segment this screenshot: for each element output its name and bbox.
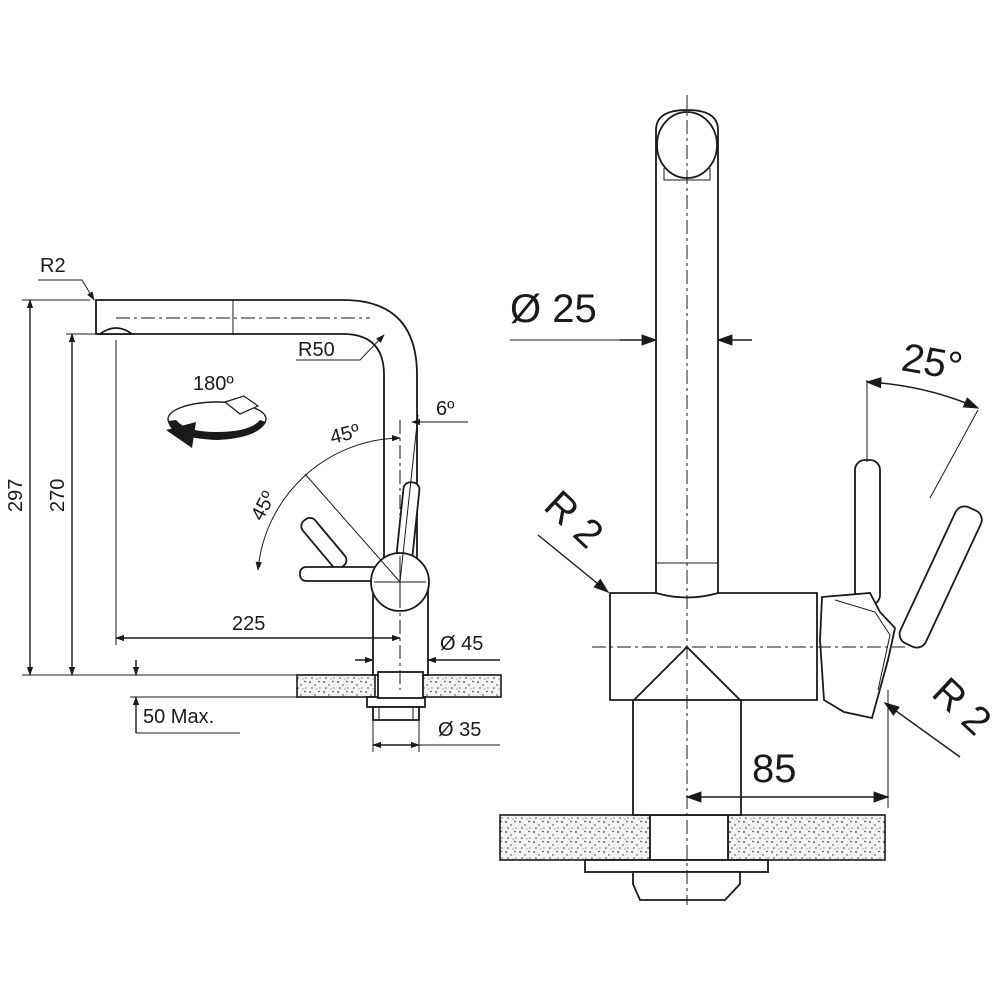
- front-mount-plate: [584, 859, 769, 873]
- label-r2-right: R 2: [924, 669, 1000, 744]
- front-countertop-left: [499, 814, 651, 861]
- label-dia-25: Ø 25: [510, 287, 597, 331]
- label-angle-6: 6º: [436, 398, 455, 420]
- label-dia-45: Ø 45: [440, 633, 483, 655]
- front-countertop-right: [727, 814, 886, 861]
- label-270: 270: [47, 479, 69, 512]
- rotation-180-icon: [166, 395, 267, 448]
- label-angle-45-top: 45º: [328, 420, 363, 449]
- side-spout: [95, 299, 418, 581]
- label-angle-25: 25°: [898, 336, 965, 390]
- front-mount-nut: [632, 871, 741, 901]
- label-r2-spout: R2: [40, 255, 66, 277]
- label-297: 297: [5, 479, 27, 512]
- front-body: [609, 592, 818, 701]
- label-angle-45-side: 45º: [247, 487, 281, 524]
- side-view: R2 R50 180º 6º 45º 45º 297 270 225 Ø 45 …: [5, 255, 502, 752]
- front-shank: [649, 814, 729, 861]
- label-r50: R50: [298, 339, 335, 361]
- label-225: 225: [232, 613, 265, 635]
- side-spray-nozzle: [97, 327, 135, 335]
- front-lever: [819, 459, 983, 720]
- label-50-max: 50 Max.: [143, 706, 214, 728]
- side-countertop-left: [296, 674, 376, 698]
- label-r2-left: R 2: [536, 482, 612, 557]
- side-shank-lower: [372, 706, 420, 721]
- label-85: 85: [752, 747, 797, 791]
- front-view: Ø 25 R 2 R 2 25° 85: [499, 95, 1000, 905]
- side-countertop-right: [418, 674, 502, 698]
- label-rotation-180: 180º: [193, 373, 234, 395]
- label-dia-35: Ø 35: [438, 719, 481, 741]
